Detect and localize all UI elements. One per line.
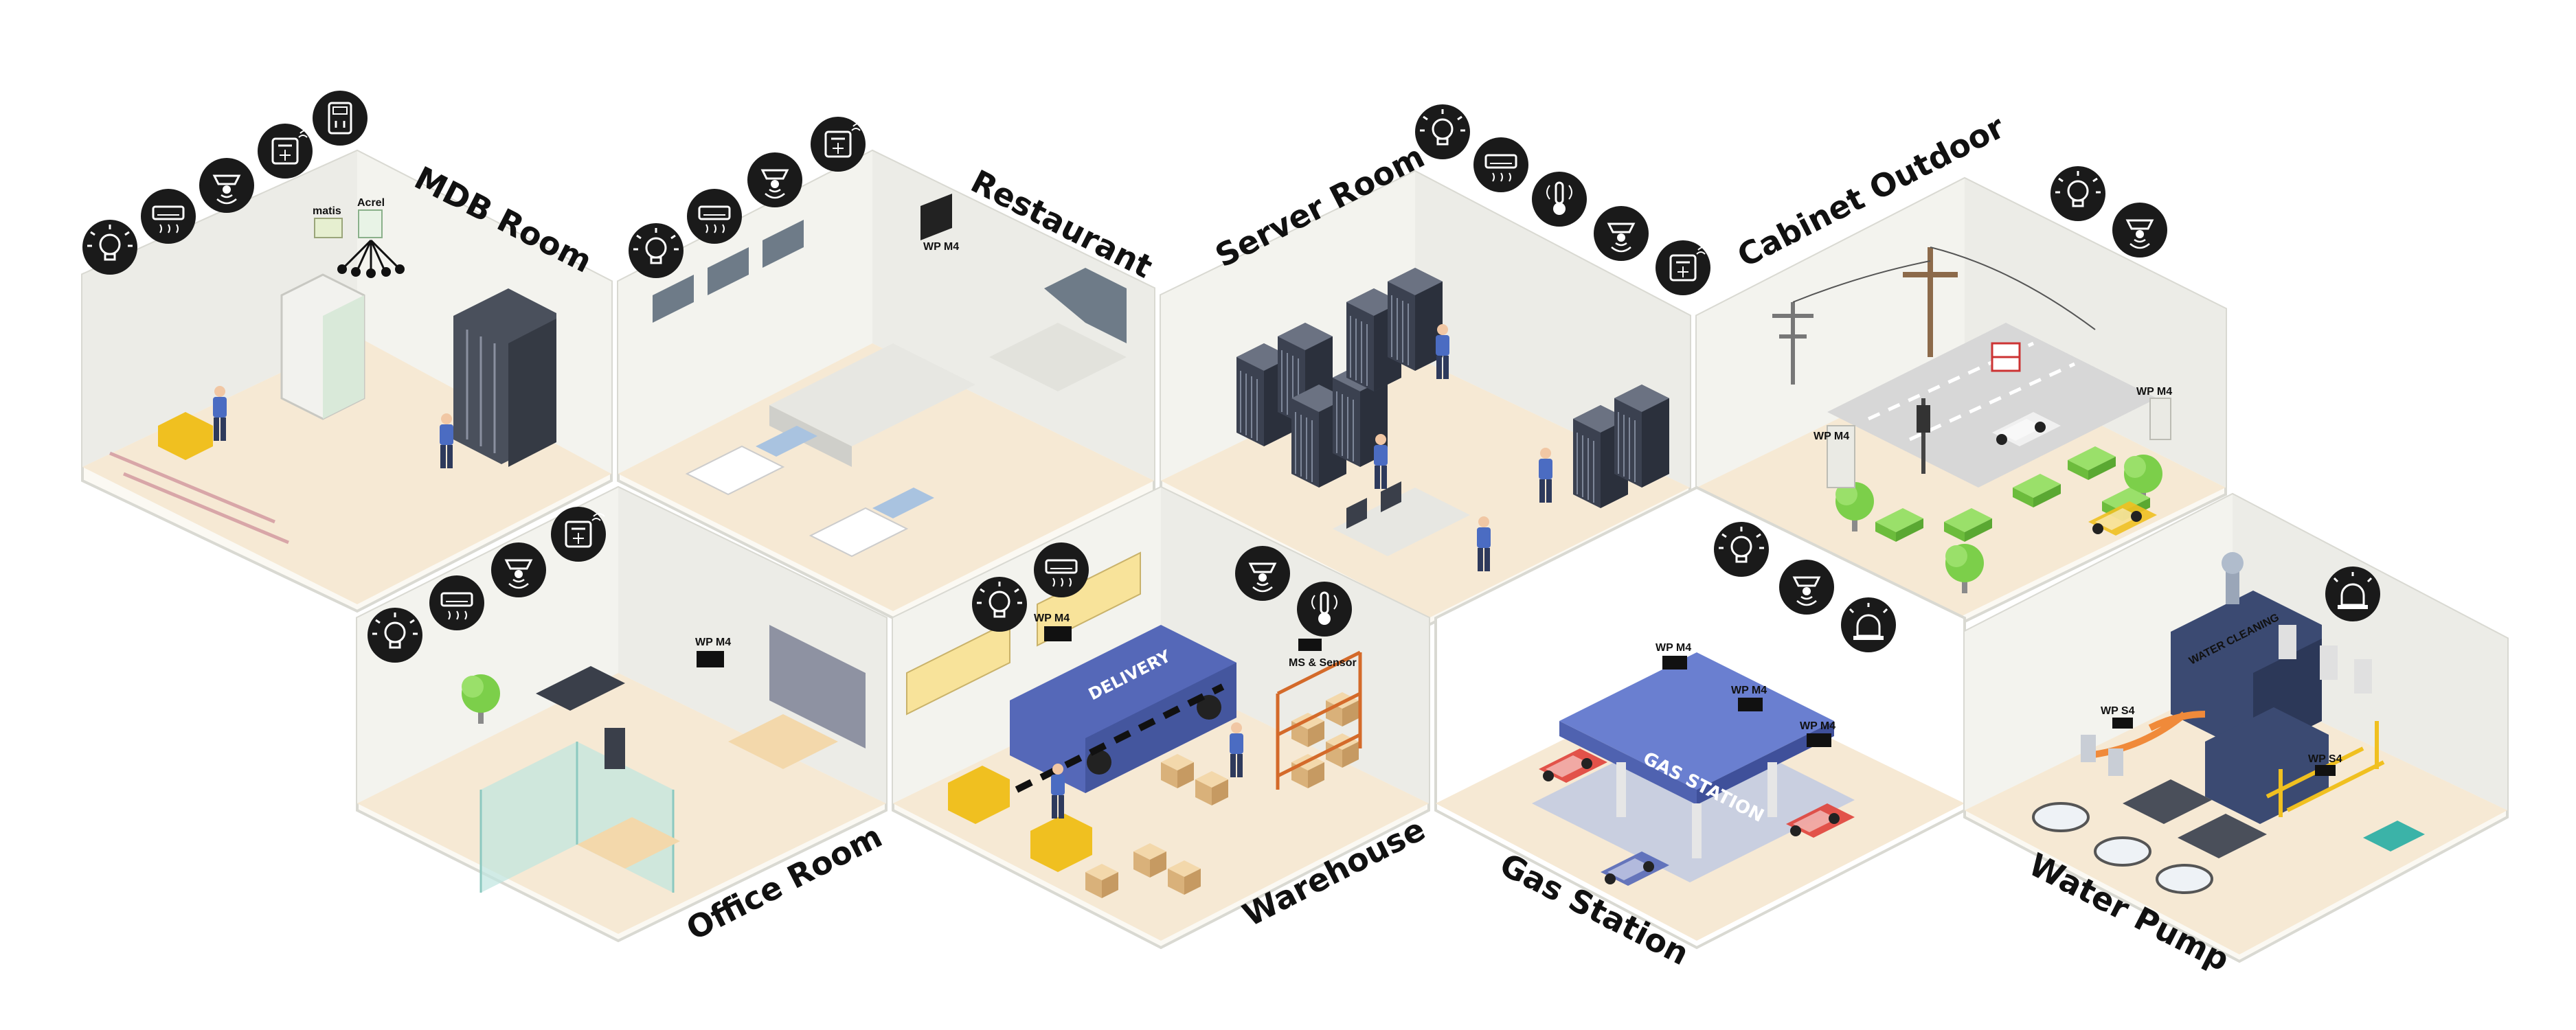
- warehouse-room: DELIVERY WP M4 MS & Sensor Warehouse: [892, 485, 1431, 950]
- cabinet-wpm4-right-label: WP M4: [2136, 386, 2172, 398]
- smart-meter-icon: [550, 505, 607, 563]
- light-bulb-icon: [1713, 520, 1770, 578]
- smart-meter-icon: [809, 115, 867, 173]
- thermometer-icon: [1296, 580, 1353, 638]
- air-conditioner-icon: [686, 187, 743, 245]
- alarm-siren-icon: [1840, 596, 1897, 654]
- restaurant-wpm4-label: WP M4: [923, 241, 959, 253]
- restaurant-room: WP M4 Restaurant: [617, 149, 1158, 620]
- motion-sensor-icon: [1592, 205, 1650, 262]
- water-wps4-label-left: WP S4: [2101, 705, 2135, 717]
- motion-sensor-icon: [490, 541, 547, 599]
- light-bulb-icon: [971, 575, 1028, 633]
- alarm-siren-icon: [2324, 565, 2382, 623]
- light-bulb-icon: [627, 222, 685, 279]
- gas-wpm4-label-3: WP M4: [1800, 720, 1835, 732]
- cabinet-outdoor-room: WP M4 WP M4 Cabinet Outdoor: [1695, 108, 2227, 627]
- gas-wpm4-label-2: WP M4: [1731, 685, 1767, 696]
- matis-device-label: matis: [313, 205, 341, 217]
- gas-wpm4-label-1: WP M4: [1656, 642, 1691, 654]
- air-conditioner-icon: [1032, 541, 1090, 599]
- mdb-room: matis Acrel MDB Room: [81, 149, 613, 613]
- ms-sensor-label: MS & Sensor: [1289, 657, 1357, 669]
- motion-sensor-icon: [2111, 201, 2169, 259]
- light-bulb-icon: [1414, 103, 1471, 161]
- air-conditioner-icon: [1472, 136, 1530, 194]
- cabinet-wpm4-left-label: WP M4: [1814, 431, 1849, 442]
- motion-sensor-icon: [198, 157, 256, 214]
- water-pump-room: WATER CLEANING WP S4 WP S4 Water Pump: [1963, 492, 2509, 978]
- energy-meter-icon: [311, 89, 369, 147]
- motion-sensor-icon: [1234, 545, 1291, 602]
- motion-sensor-icon: [1778, 558, 1835, 616]
- light-bulb-icon: [2049, 165, 2107, 222]
- air-conditioner-icon: [139, 187, 197, 245]
- thermometer-icon: [1530, 170, 1588, 228]
- smart-meter-icon: [1654, 239, 1712, 297]
- gas-station-room: GAS STATION WP M4 WP M4 WP M4 Gas Statio…: [1434, 485, 1966, 972]
- office-room: WP M4 Office Room: [356, 485, 888, 948]
- light-bulb-icon: [366, 606, 424, 664]
- motion-sensor-icon: [746, 151, 804, 209]
- smart-meter-icon: [256, 122, 314, 180]
- warehouse-wpm4-label: WP M4: [1034, 613, 1070, 624]
- acrel-device-label: Acrel: [357, 197, 385, 209]
- water-wps4-label-right: WP S4: [2308, 753, 2342, 765]
- light-bulb-icon: [81, 218, 139, 276]
- air-conditioner-icon: [428, 574, 486, 632]
- office-wpm4-label: WP M4: [695, 637, 731, 648]
